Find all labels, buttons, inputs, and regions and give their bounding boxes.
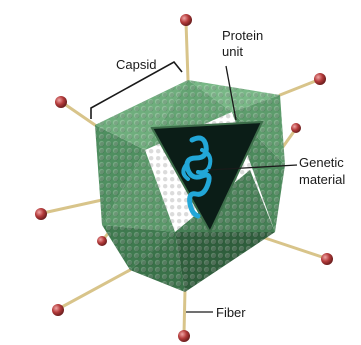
label-genetic-material-line1: Genetic bbox=[299, 155, 344, 170]
knob-upper-left bbox=[55, 96, 67, 108]
knob-bottom bbox=[178, 330, 190, 342]
label-protein-unit-line1: Protein bbox=[222, 28, 263, 43]
fiber-left-mid bbox=[43, 200, 102, 213]
label-capsid: Capsid bbox=[116, 57, 156, 72]
knob-left-mid bbox=[35, 208, 47, 220]
knob-top bbox=[180, 14, 192, 26]
knob-right-mid bbox=[291, 123, 301, 133]
knob-lower-left bbox=[52, 304, 64, 316]
fiber-upper-right bbox=[280, 80, 318, 95]
knob-inner-left bbox=[97, 236, 107, 246]
knob-upper-right bbox=[314, 73, 326, 85]
fiber-bottom bbox=[184, 290, 185, 334]
label-protein-unit-line2: unit bbox=[222, 44, 243, 59]
fiber-top bbox=[186, 22, 188, 80]
label-genetic-material-line2: material bbox=[299, 172, 345, 187]
fiber-lower-left bbox=[60, 270, 130, 308]
fiber-lower-right bbox=[265, 238, 325, 258]
knob-lower-right bbox=[321, 253, 333, 265]
label-fiber: Fiber bbox=[216, 305, 246, 320]
